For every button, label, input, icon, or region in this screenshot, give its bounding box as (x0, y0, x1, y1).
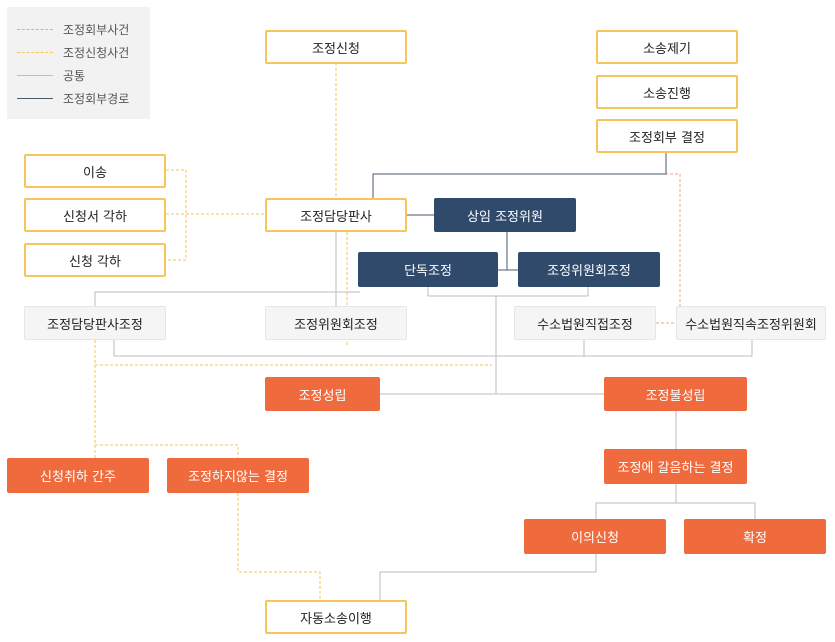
node-committee-mediation-top: 조정위원회조정 (518, 252, 660, 287)
legend-swatch (17, 28, 53, 30)
legend-item: 공통 (17, 66, 85, 84)
node-single: 단독조정 (358, 252, 498, 287)
legend-label: 공통 (63, 68, 86, 83)
node-judge-mediation: 조정담당판사조정 (24, 306, 166, 340)
node-decision-instead: 조정에 갈음하는 결정 (604, 449, 747, 484)
node-success: 조정성립 (265, 377, 380, 411)
common-line (94, 291, 360, 306)
common-line (676, 502, 756, 519)
node-final: 확정 (684, 519, 826, 554)
node-objection: 이의신청 (524, 519, 666, 554)
node-court-committee: 수소법원직속조정위원회 (676, 306, 826, 340)
node-transfer: 이송 (24, 154, 166, 188)
legend-item: 조정신청사건 (17, 43, 129, 61)
route-line (372, 153, 667, 198)
legend-item: 조정회부사건 (17, 20, 129, 38)
node-court-direct: 수소법원직접조정 (514, 306, 656, 340)
common-line (113, 340, 753, 357)
legend-label: 조정회부사건 (63, 22, 130, 37)
node-withdraw-suit: 소송제기 (596, 30, 738, 64)
node-failure: 조정불성립 (604, 377, 747, 411)
legend-swatch (17, 74, 53, 76)
node-committee-mediation: 조정위원회조정 (265, 306, 407, 340)
node-lawsuit: 소송진행 (596, 75, 738, 109)
legend-swatch (17, 51, 53, 53)
common-line (379, 554, 597, 600)
node-application-dismiss: 신청 각하 (24, 243, 166, 277)
referral-line (665, 153, 681, 323)
node-withdrawn: 신청취하 간주 (7, 458, 149, 493)
node-application-reject: 신청서 각하 (24, 198, 166, 232)
node-refer-decision: 조정회부 결정 (596, 119, 738, 153)
node-standing-committee: 상임 조정위원 (434, 198, 576, 232)
application-line (237, 493, 321, 600)
legend-label: 조정회부경로 (63, 91, 130, 106)
common-line (427, 287, 589, 297)
legend-label: 조정신청사건 (63, 45, 130, 60)
common-line (595, 484, 677, 519)
legend-swatch (17, 97, 53, 99)
node-judge: 조정담당판사 (265, 198, 407, 232)
legend-item: 조정회부경로 (17, 89, 129, 107)
application-line (94, 340, 239, 458)
legend: 조정회부사건 조정신청사건 공통 조정회부경로 (7, 7, 150, 119)
node-auto-suit: 자동소송이행 (265, 600, 407, 634)
node-apply: 조정신청 (265, 30, 407, 64)
node-no-mediation: 조정하지않는 결정 (167, 458, 309, 493)
application-line (166, 169, 187, 261)
